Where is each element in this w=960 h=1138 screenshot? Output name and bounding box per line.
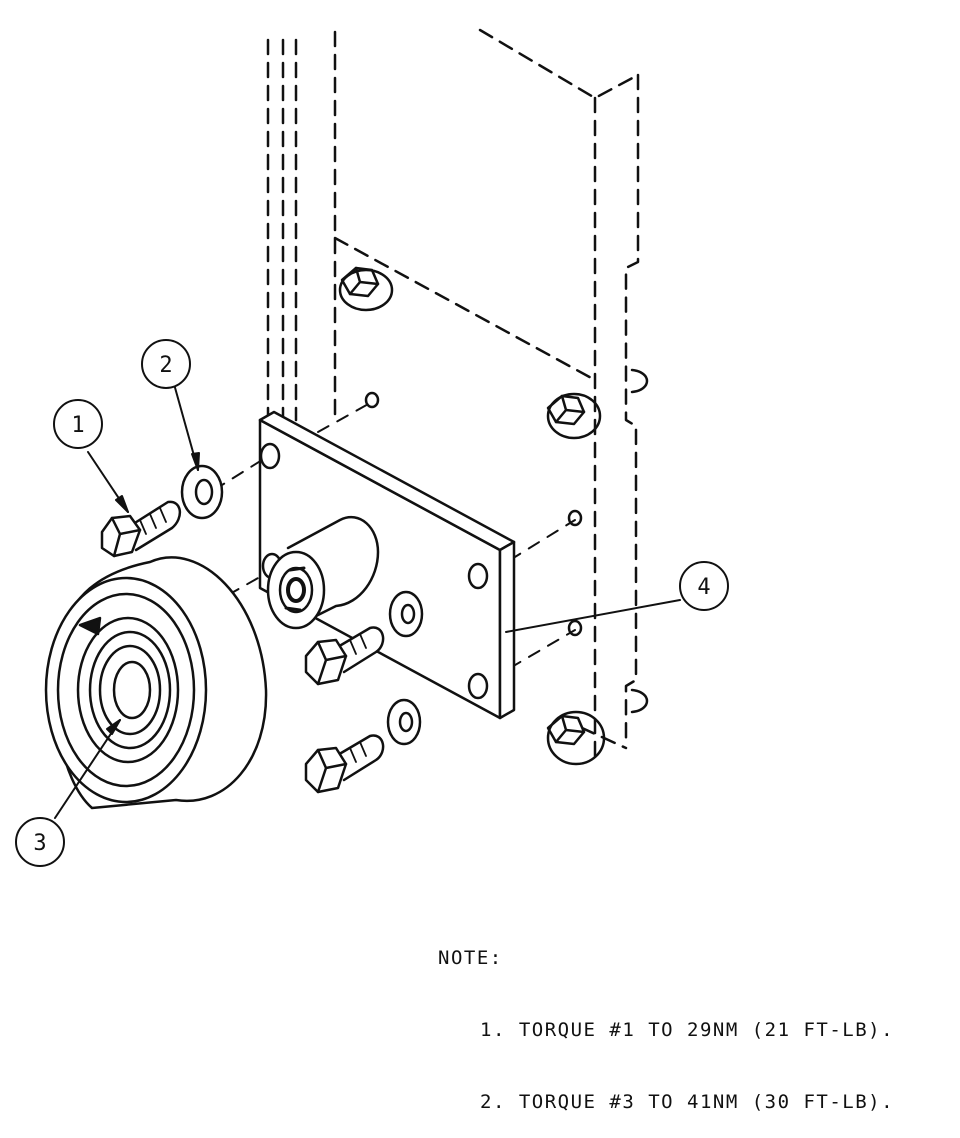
leader-lines bbox=[54, 383, 681, 819]
note-item-2: 2. TORQUE #3 TO 41NM (30 FT-LB). bbox=[480, 1091, 895, 1113]
bolt-exploded bbox=[100, 500, 181, 558]
exploded-assembly-drawing: 1 2 3 4 bbox=[15, 28, 729, 867]
mounting-plate bbox=[258, 410, 516, 720]
washer-on-plate-lower bbox=[386, 698, 422, 746]
note-heading: NOTE: bbox=[438, 947, 503, 969]
rear-bolt-lower bbox=[546, 710, 606, 766]
callout-balloons bbox=[15, 339, 729, 867]
callout-label-3: 3 bbox=[33, 831, 46, 856]
idler-shaft-boss bbox=[266, 515, 380, 630]
washer-on-plate-upper bbox=[388, 590, 424, 638]
bracket-holes bbox=[364, 368, 649, 714]
torque-note: NOTE: 1. TORQUE #1 TO 29NM (21 FT-LB). 2… bbox=[438, 898, 894, 1138]
rear-bolt-upper bbox=[338, 266, 394, 312]
bolt-front-upper bbox=[304, 626, 385, 686]
callout-label-2: 2 bbox=[159, 353, 172, 378]
callout-label-1: 1 bbox=[71, 413, 84, 438]
bolt-front-lower bbox=[304, 734, 385, 794]
washer-exploded bbox=[180, 464, 224, 520]
rear-bolt-mid bbox=[546, 392, 602, 440]
callout-label-4: 4 bbox=[697, 575, 710, 600]
note-item-1: 1. TORQUE #1 TO 29NM (21 FT-LB). bbox=[480, 1019, 895, 1041]
idler-pulley bbox=[44, 556, 268, 810]
